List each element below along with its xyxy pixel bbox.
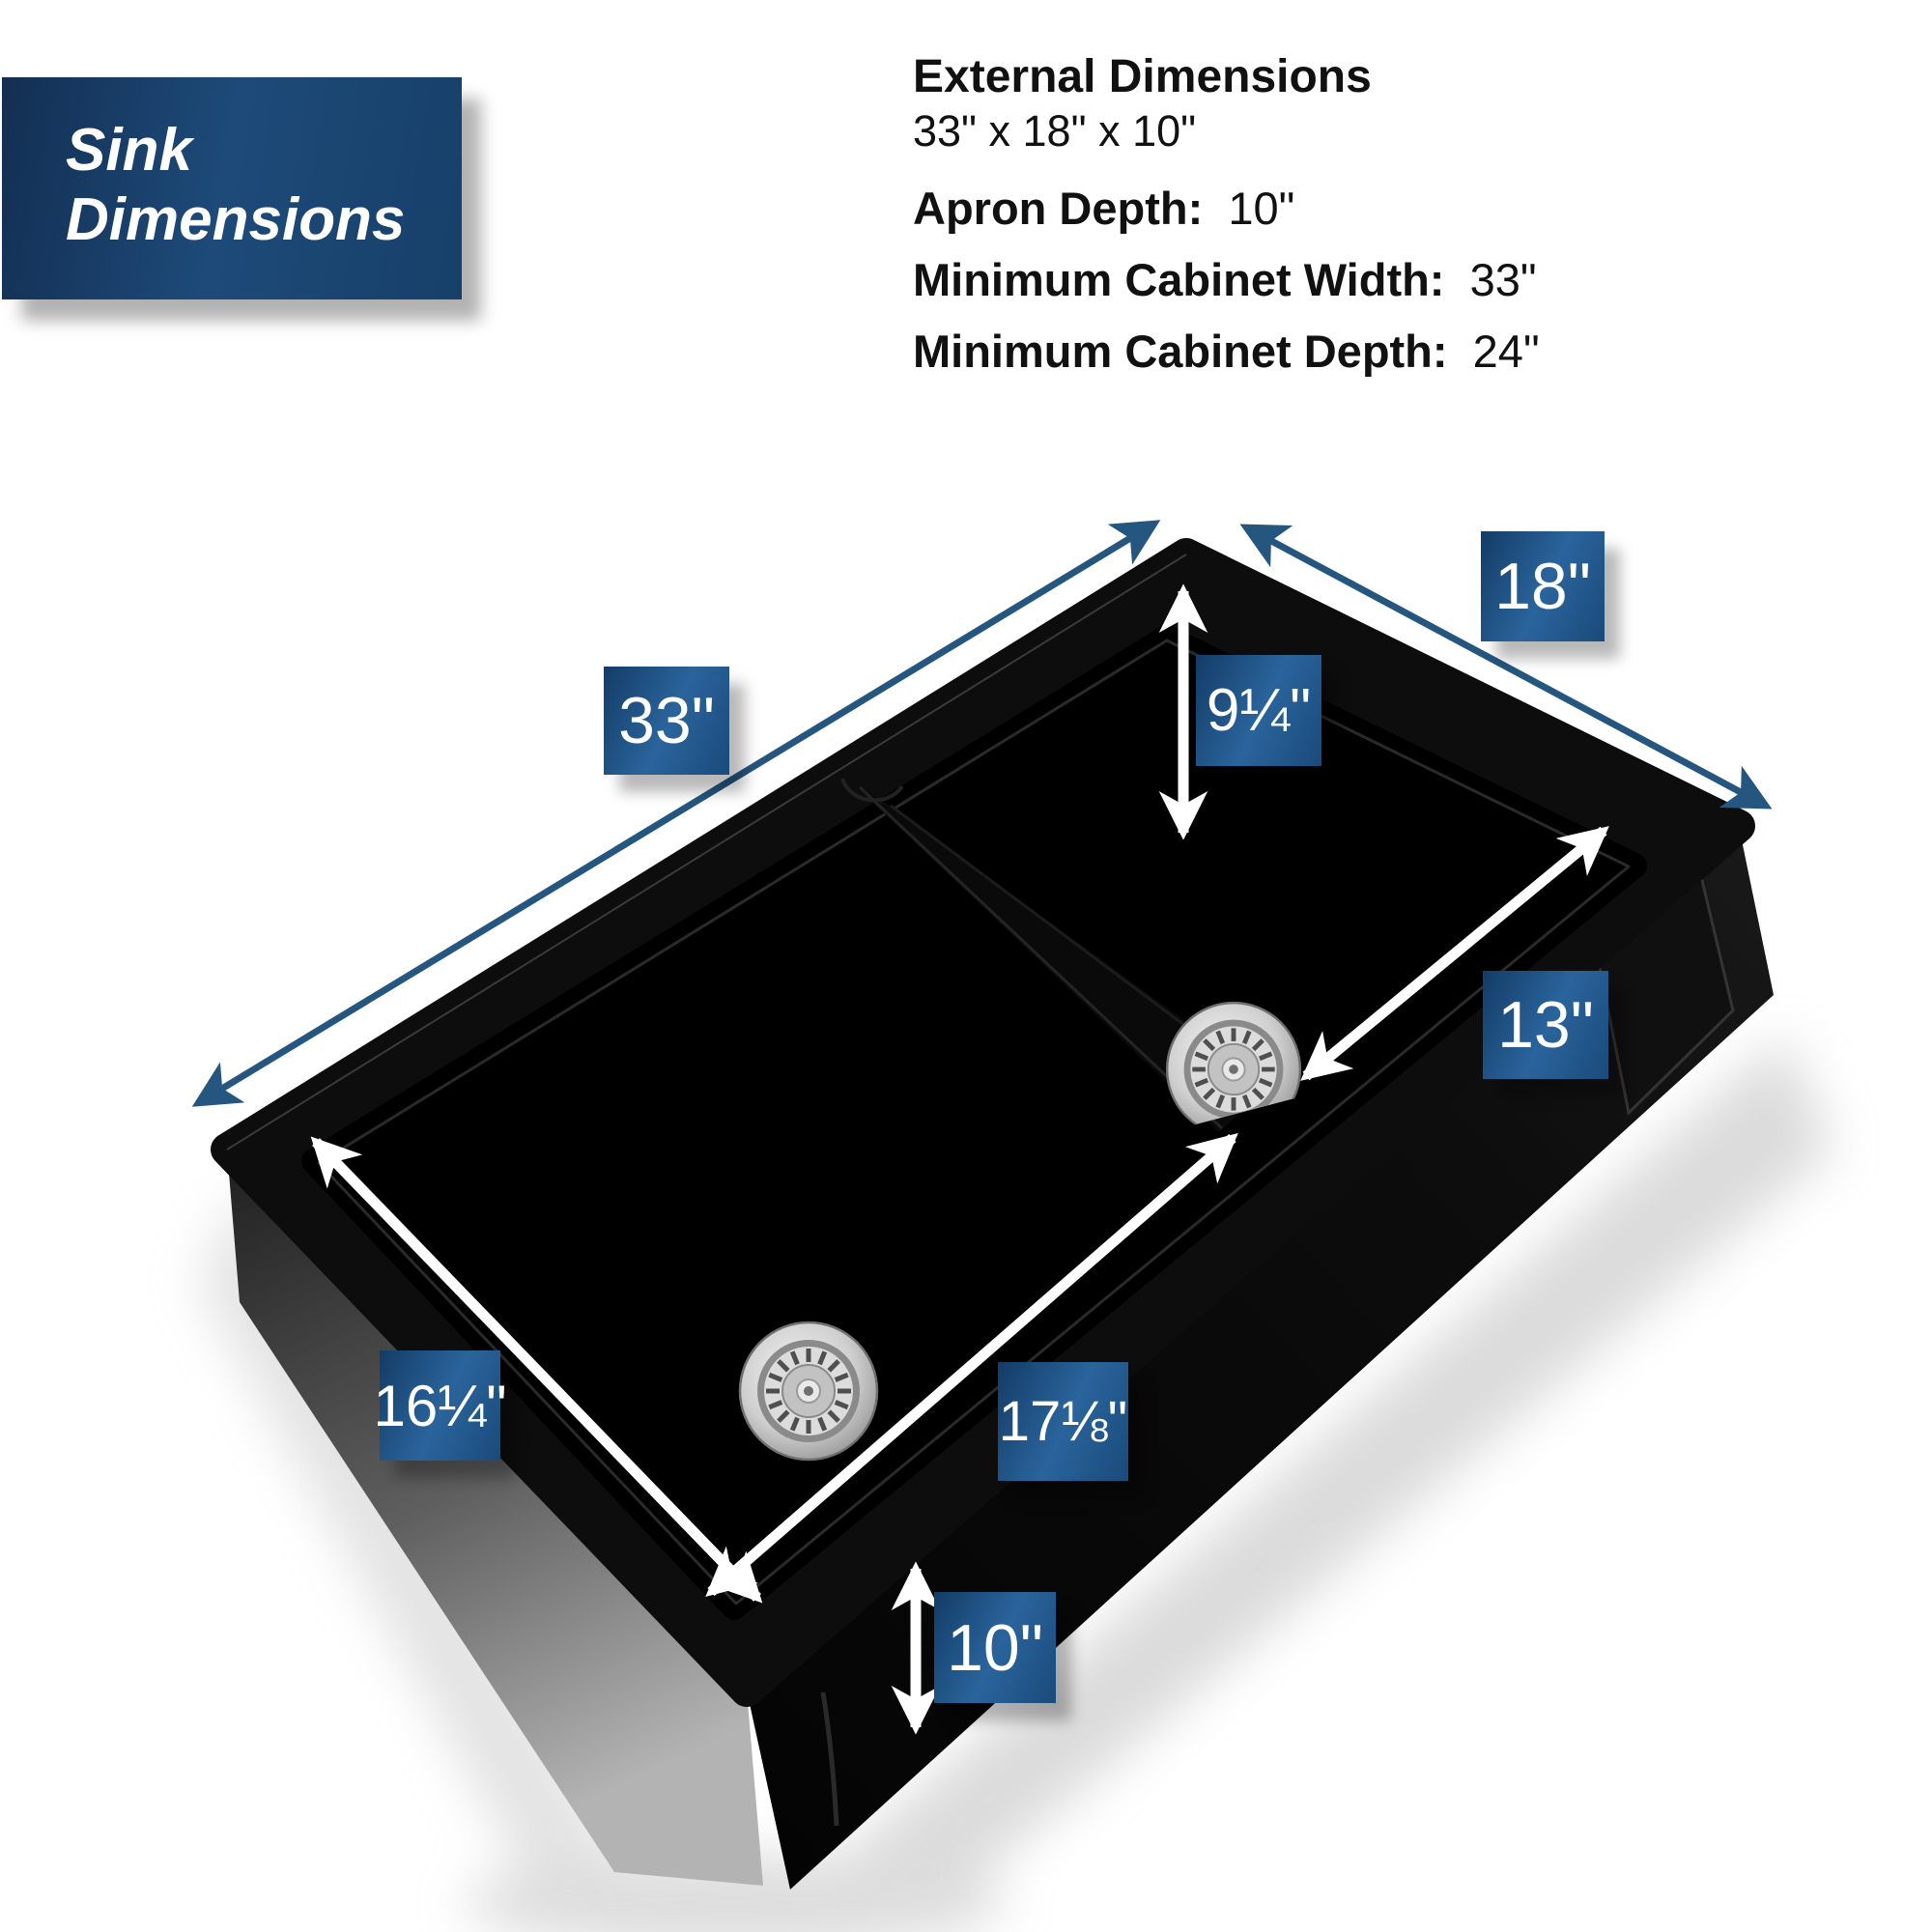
spec-row-cabinet-width: Minimum Cabinet Width: 33" — [913, 254, 1537, 305]
dimension-arrow-33 — [191, 520, 1161, 1107]
spec-value — [1458, 254, 1470, 305]
spec-heading: External Dimensions — [913, 51, 1372, 102]
spec-value — [1215, 183, 1228, 234]
dim-label-apron-height: 10" — [934, 1592, 1056, 1703]
apron-groove — [820, 1691, 839, 1827]
dimension-arrow-16-1-4 — [310, 1136, 763, 1604]
dim-label-large-bowl-length: 17⅛" — [998, 1362, 1128, 1481]
dim-label-large-bowl-width: 16¼" — [373, 1350, 507, 1461]
dim-label-overall-length: 33" — [604, 667, 729, 775]
dim-label-overall-width: 18" — [1481, 531, 1605, 641]
spec-label: Minimum Cabinet Depth: — [913, 326, 1448, 377]
dim-label-bowl-depth: 9¼" — [1196, 655, 1321, 766]
title-box: Sink Dimensions — [2, 77, 462, 299]
spec-row-apron-depth: Apron Depth: 10" — [913, 183, 1295, 234]
spec-label: Apron Depth: — [913, 183, 1204, 234]
spec-value — [1461, 326, 1473, 377]
dimension-arrow-17-1-8 — [705, 1133, 1238, 1597]
spec-size-line: 33" x 18" x 10" — [913, 106, 1197, 156]
drain-strainer-large — [739, 1321, 878, 1461]
dimension-arrow-13 — [1300, 826, 1609, 1081]
title-line-2: Dimensions — [66, 185, 406, 253]
title-line-1: Sink — [66, 117, 192, 184]
dimension-arrow-18 — [1239, 524, 1773, 810]
dim-label-small-bowl-length: 13" — [1483, 971, 1608, 1079]
spec-row-cabinet-depth: Minimum Cabinet Depth: 24" — [913, 326, 1540, 377]
spec-label: Minimum Cabinet Width: — [913, 254, 1445, 305]
